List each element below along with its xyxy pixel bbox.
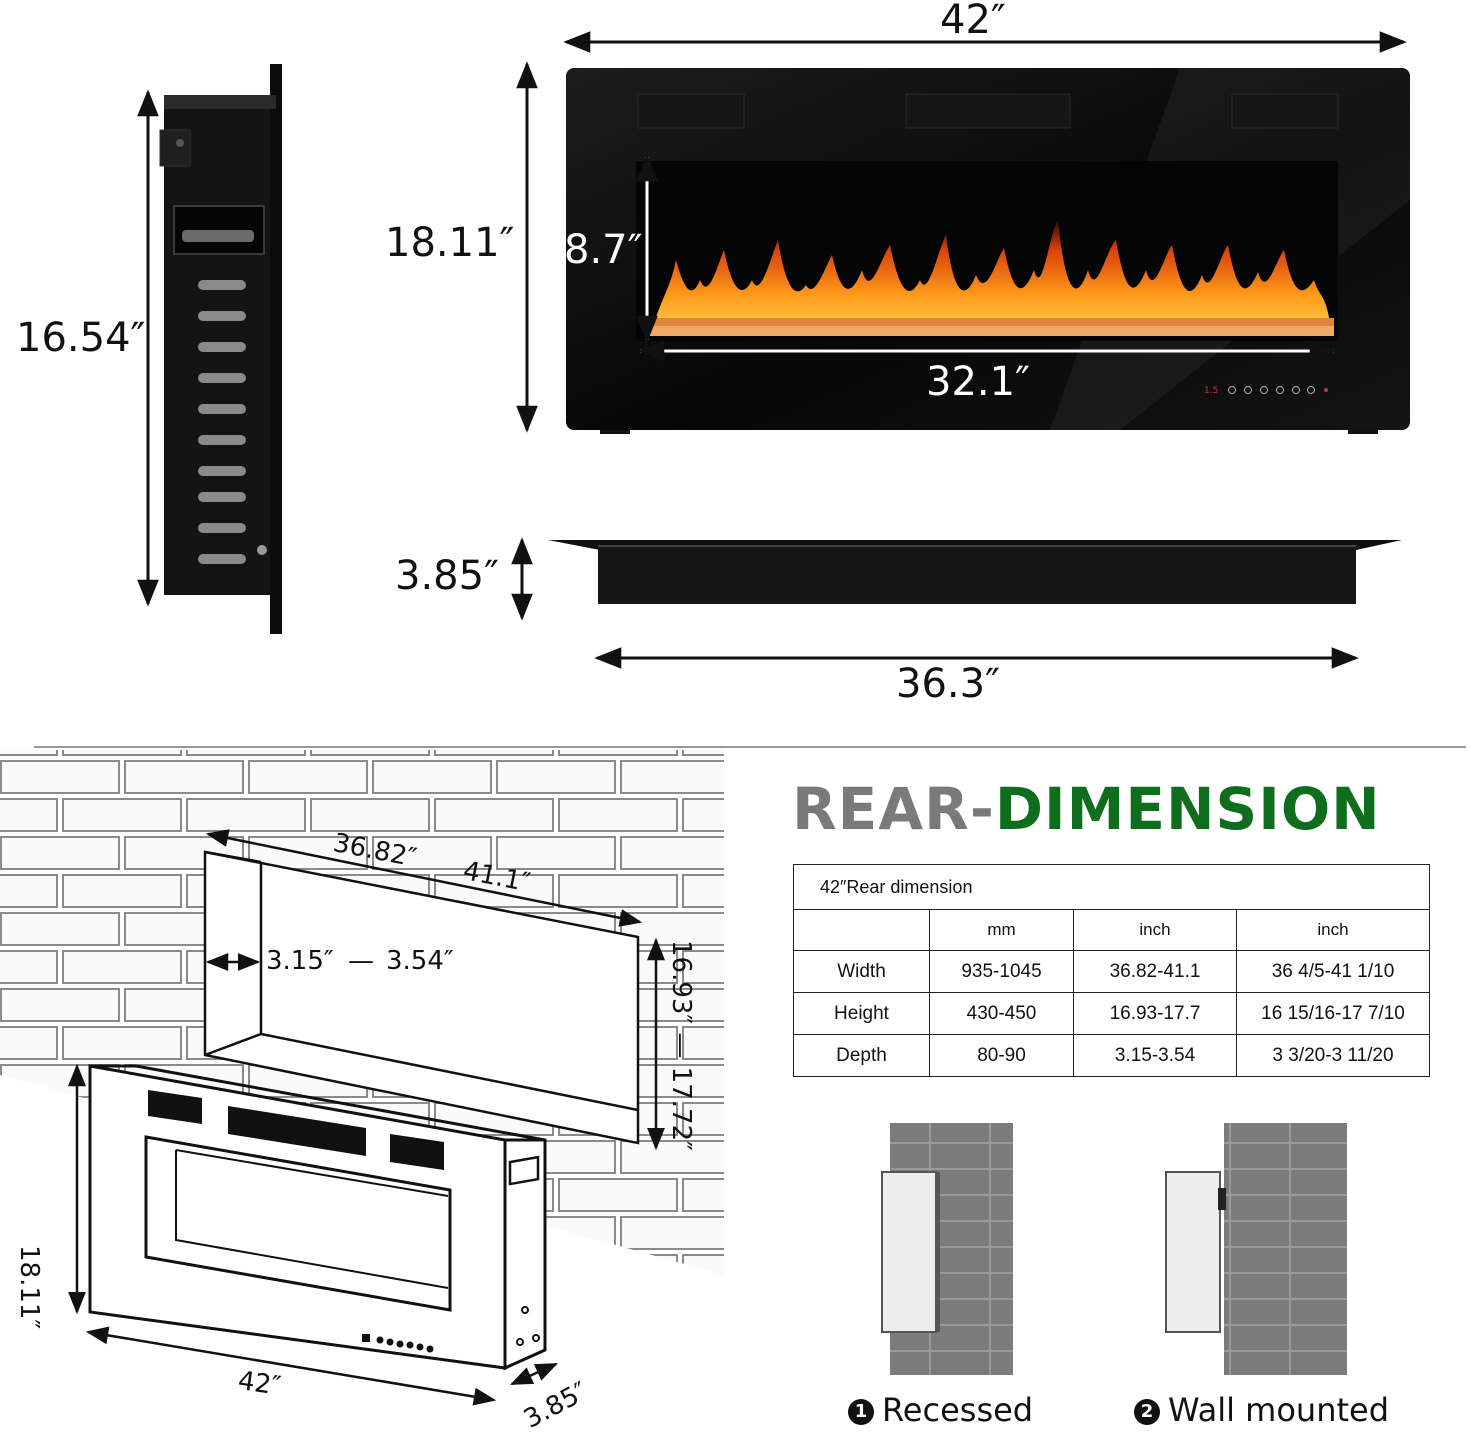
opening-height-range-label: 16.93″ — 17.72″ (666, 940, 696, 1151)
table-header-inch-fraction: inch (1236, 909, 1430, 951)
opening-depth-max-label: 3.54″ (386, 946, 454, 976)
unit-width-label: 42″ (236, 1366, 283, 1402)
front-view: 1.5 (516, 31, 1410, 434)
table-header-blank (793, 909, 930, 951)
svg-text:1.5: 1.5 (1204, 386, 1218, 396)
flame-height-label: 8.7″ (564, 227, 643, 273)
table-header-mm: mm (929, 909, 1074, 951)
flame-bed (650, 220, 1334, 336)
recess-diagram (0, 750, 724, 1428)
table-cell: 80-90 (929, 1034, 1074, 1077)
rear-title-part2: DIMENSION (994, 775, 1381, 843)
depth-separator: — (348, 946, 374, 976)
table-cell: 935-1045 (929, 950, 1074, 993)
table-caption: 42″Rear dimension (793, 864, 1430, 910)
table-row: Depth 80-90 3.15-3.54 3 3/20-3 11/20 (793, 1034, 1430, 1077)
rear-dimension-table: 42″Rear dimension mm inch inch Width 935… (793, 864, 1430, 1077)
side-height-label: 16.54″ (16, 315, 146, 361)
rear-title-part1: REAR- (792, 775, 995, 843)
table-cell: 3.15-3.54 (1073, 1034, 1237, 1077)
table-cell: 16 15/16-17 7/10 (1236, 992, 1430, 1035)
table-cell: 36.82-41.1 (1073, 950, 1237, 993)
recessed-illustration (881, 1123, 1013, 1375)
option-number-badge: 2 (1134, 1399, 1160, 1425)
table-cell: 430-450 (929, 992, 1074, 1035)
table-header-inch: inch (1073, 909, 1237, 951)
table-cell: 36 4/5-41 1/10 (1236, 950, 1430, 993)
option-number-badge: 1 (848, 1399, 874, 1425)
table-cell: 16.93-17.7 (1073, 992, 1237, 1035)
bottom-view (511, 537, 1402, 669)
depth-label: 3.85″ (395, 553, 500, 599)
flame-width-label: 32.1″ (926, 359, 1031, 405)
bottom-width-label: 36.3″ (896, 661, 1001, 707)
wall-mounted-illustration (1165, 1123, 1347, 1375)
front-width-label: 42″ (940, 0, 1006, 43)
install-option-wall-mounted: 2 Wall mounted (1134, 1394, 1389, 1426)
table-row: Width 935-1045 36.82-41.1 36 4/5-41 1/10 (793, 950, 1430, 993)
option-label: Wall mounted (1168, 1391, 1390, 1429)
table-cell: Height (793, 992, 930, 1035)
option-label: Recessed (882, 1391, 1034, 1429)
control-panel: 1.5 (1204, 386, 1328, 396)
side-profile-view (137, 64, 282, 634)
opening-depth-min-label: 3.15″ (266, 946, 334, 976)
table-cell: Depth (793, 1034, 930, 1077)
table-cell: 3 3/20-3 11/20 (1236, 1034, 1430, 1077)
rear-dimension-title: REAR-DIMENSION (792, 780, 1381, 838)
install-option-recessed: 1 Recessed (848, 1394, 1033, 1426)
front-height-label: 18.11″ (385, 220, 515, 266)
table-cell: Width (793, 950, 930, 993)
unit-height-label: 18.11″ (14, 1245, 44, 1330)
table-row: Height 430-450 16.93-17.7 16 15/16-17 7/… (793, 992, 1430, 1035)
